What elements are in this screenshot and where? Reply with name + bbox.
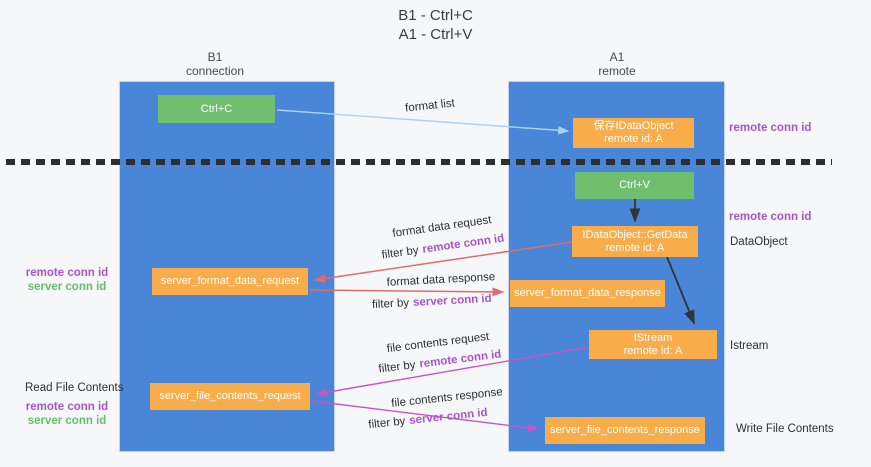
label-dataobject: DataObject: [730, 236, 788, 248]
node-save-idataobject-line2: remote id: A: [604, 133, 663, 145]
node-server-file-contents-request: server_file_contents_request: [150, 383, 310, 410]
node-istream: IStream remote id: A: [589, 330, 717, 359]
filter-value-server-1: server conn id: [412, 292, 492, 309]
filter-prefix-3: filter by: [377, 359, 417, 376]
title-line-1: B1 - Ctrl+C: [398, 7, 473, 24]
label-remote-conn-id-right-mid: remote conn id: [729, 211, 812, 223]
filter-prefix-4: filter by: [367, 415, 406, 432]
node-ctrl-v: Ctrl+V: [575, 172, 694, 199]
node-format-response-label: server_format_data_response: [514, 287, 661, 299]
filter-value-server-2: server conn id: [408, 406, 489, 427]
node-getdata-line2: remote id: A: [605, 241, 665, 254]
node-save-idataobject: 保存IDataObject remote id: A: [573, 118, 694, 148]
label-format-list: format list: [404, 97, 456, 115]
node-save-idataobject-line1: 保存IDataObject: [593, 120, 674, 132]
arrow-format-data-response: [309, 287, 505, 297]
lane-header-b1: B1 connection: [155, 50, 275, 78]
node-file-response-label: server_file_contents_response: [550, 424, 700, 436]
node-getdata-line1: IDataObject::GetData: [582, 228, 688, 241]
label-format-data-response: format data response: [386, 271, 496, 289]
label-server-conn-id-left-bottom: server conn id: [27, 415, 107, 427]
label-server-conn-id-left-top: server conn id: [27, 281, 107, 293]
node-server-format-data-request: server_format_data_request: [152, 268, 308, 295]
filter-value-remote-1: remote conn id: [421, 232, 505, 256]
node-istream-line1: IStream: [633, 331, 673, 344]
label-remote-conn-id-right-top: remote conn id: [729, 122, 812, 134]
label-conn-ids-left-bottom: remote conn id server conn id: [18, 400, 116, 428]
filter-prefix-1: filter by: [381, 244, 420, 262]
node-ctrl-v-label: Ctrl+V: [619, 179, 650, 191]
label-remote-conn-id-left-top: remote conn id: [25, 267, 109, 279]
label-istream: Istream: [730, 340, 769, 352]
lane-header-a1: A1 remote: [557, 50, 677, 78]
node-format-request-label: server_format_data_request: [160, 275, 300, 287]
diagram-title: B1 - Ctrl+C A1 - Ctrl+V: [0, 6, 871, 44]
node-idataobject-getdata: IDataObject::GetData remote id: A: [572, 226, 698, 257]
node-file-request-label: server_file_contents_request: [159, 390, 301, 402]
filter-value-remote-2: remote conn id: [418, 348, 503, 371]
node-istream-line2: remote id: A: [623, 344, 683, 357]
node-server-file-contents-response: server_file_contents_response: [545, 417, 705, 444]
label-write-file-contents: Write File Contents: [736, 423, 834, 435]
lane-b1-name: B1: [207, 50, 223, 64]
lane-a1-name: A1: [609, 50, 625, 64]
title-line-2: A1 - Ctrl+V: [398, 26, 473, 43]
node-ctrl-c: Ctrl+C: [158, 95, 275, 123]
lane-b1-role: connection: [185, 64, 245, 78]
phase-separator-dashed-line: [6, 159, 832, 165]
lane-a1-role: remote: [598, 64, 636, 78]
label-remote-conn-id-left-bottom: remote conn id: [25, 401, 109, 413]
label-read-file-contents: Read File Contents: [25, 382, 124, 394]
node-server-format-data-response: server_format_data_response: [510, 280, 665, 307]
node-ctrl-c-label: Ctrl+C: [200, 102, 233, 115]
label-conn-ids-left-top: remote conn id server conn id: [18, 266, 116, 294]
filter-prefix-2: filter by: [371, 297, 410, 312]
